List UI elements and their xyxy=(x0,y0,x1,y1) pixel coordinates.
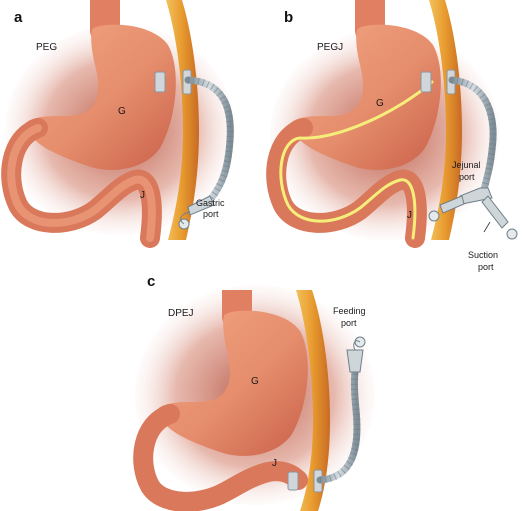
panel-c-letter: c xyxy=(147,273,155,290)
panel-c: c DPEJ G J Feeding port xyxy=(135,273,375,511)
panel-b-suction-leader xyxy=(484,222,490,232)
panel-a-port-label-2: port xyxy=(203,209,219,219)
panel-a-letter: a xyxy=(14,9,23,26)
panel-b-jejunum-label: J xyxy=(407,210,412,221)
panel-a-title: PEG xyxy=(36,42,57,53)
panel-b-suction-port xyxy=(482,196,508,228)
panel-b-suction-port-label-1: Suction xyxy=(468,250,498,260)
panel-b-jejunal-port-label-2: port xyxy=(459,172,475,182)
panel-c-stomach-label: G xyxy=(251,376,259,387)
panel-b-letter: b xyxy=(284,9,293,26)
panel-a-jejunum-label: J xyxy=(140,190,145,201)
panel-a: a PEG G J Gastric port xyxy=(5,0,235,240)
panel-b-jejunal-port-label-1: Jejunal xyxy=(452,160,481,170)
panel-b-suction-cap xyxy=(507,229,517,239)
panel-c-title: DPEJ xyxy=(168,308,194,319)
panel-b-stomach-label: G xyxy=(376,98,384,109)
panel-a-port-label-1: Gastric xyxy=(196,198,225,208)
panel-b-suction-port-label-2: port xyxy=(478,262,494,272)
panel-b-jejunal-cap xyxy=(429,211,439,221)
panel-b-title: PEGJ xyxy=(317,42,343,53)
panel-b: b PEGJ G J Jejunal port Suction port xyxy=(270,0,517,272)
panel-c-feeding-port xyxy=(347,350,363,372)
panel-a-bumper xyxy=(155,72,165,92)
panel-c-jejunum-label: J xyxy=(272,458,277,469)
panel-b-bumper xyxy=(421,72,431,92)
panel-c-port-label-1: Feeding xyxy=(333,306,366,316)
panel-c-bumper xyxy=(288,472,298,490)
panel-c-port-label-2: port xyxy=(341,318,357,328)
panel-a-stomach-label: G xyxy=(118,106,126,117)
